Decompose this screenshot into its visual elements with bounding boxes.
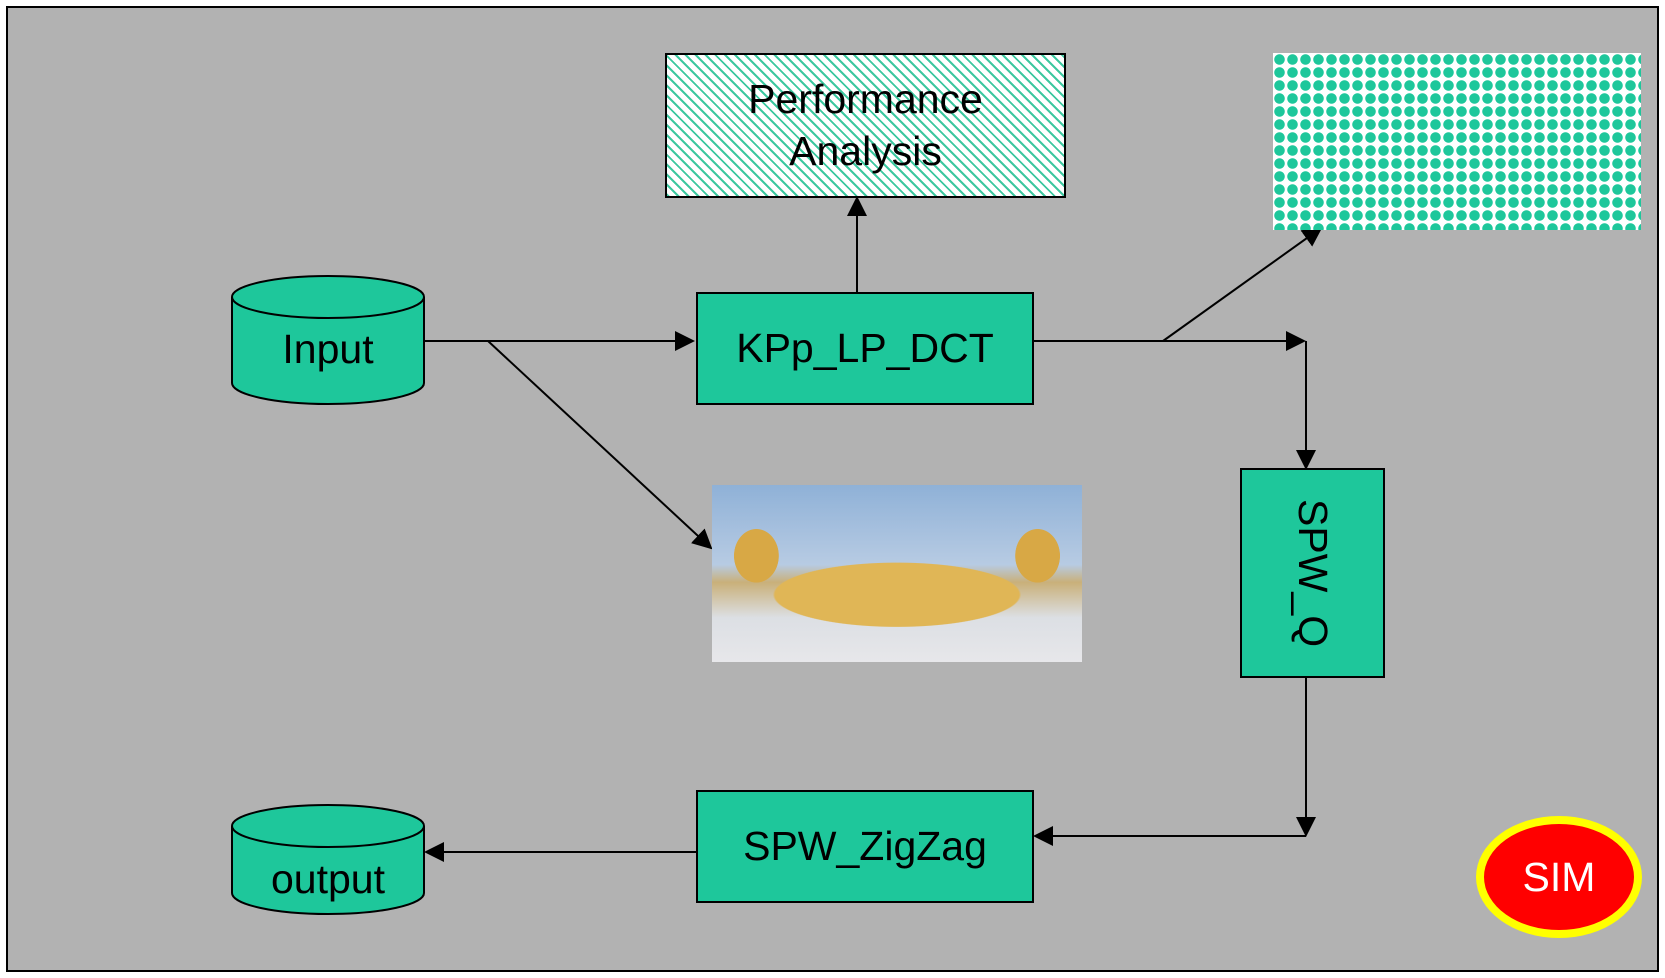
kpp-lp-dct-label: KPp_LP_DCT: [736, 324, 994, 371]
output-label: output: [271, 856, 385, 903]
golden-temple-photo: [712, 485, 1082, 662]
dot-pattern-image: [1273, 53, 1641, 230]
output-label-box: output: [232, 850, 424, 910]
output-cylinder-icon: [231, 804, 425, 915]
input-label: Input: [282, 326, 374, 373]
input-label-box: Input: [232, 320, 424, 380]
spw-zigzag-box: SPW_ZigZag: [696, 790, 1034, 903]
spw-zigzag-label: SPW_ZigZag: [743, 822, 987, 869]
sim-label: SIM: [1522, 853, 1596, 900]
sim-button[interactable]: SIM: [1476, 816, 1642, 938]
performance-analysis-box: Performance Analysis: [665, 53, 1066, 198]
kpp-lp-dct-box: KPp_LP_DCT: [696, 292, 1034, 405]
spw-q-box: SPW_Q: [1240, 468, 1385, 678]
arrow-input-to-photo: [487, 340, 713, 550]
arrow-kpp-to-pattern: [1162, 226, 1323, 342]
performance-analysis-label: Performance Analysis: [748, 76, 983, 174]
spw-q-label: SPW_Q: [1290, 498, 1337, 648]
input-cylinder-icon: [231, 275, 425, 405]
